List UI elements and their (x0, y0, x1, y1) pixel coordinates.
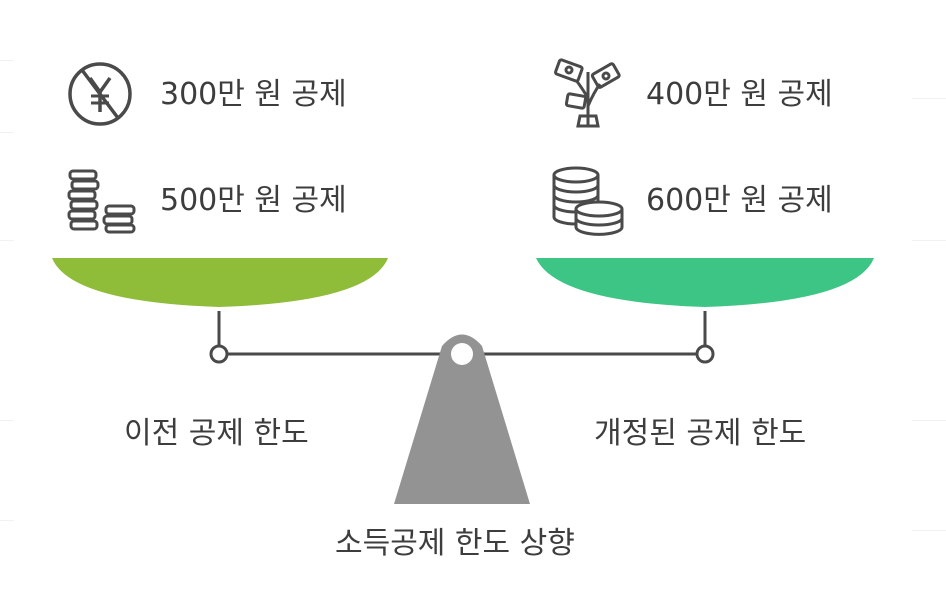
left-item-2-label: 500만 원 공제 (160, 183, 347, 218)
yen-coin-icon (68, 62, 132, 126)
right-pan (536, 258, 874, 307)
right-item-1-label: 400만 원 공제 (646, 77, 833, 112)
left-joint (209, 344, 229, 364)
right-pan-label: 개정된 공제 한도 (594, 416, 807, 451)
decorative-line (912, 420, 946, 421)
fulcrum (394, 334, 530, 504)
decorative-line (912, 530, 946, 531)
coin-pile-icon (552, 166, 624, 236)
left-item-1-label: 300만 원 공제 (160, 77, 347, 112)
fulcrum-pivot (451, 343, 473, 365)
right-joint (695, 344, 715, 364)
decorative-line (0, 420, 14, 421)
right-item-2-label: 600만 원 공제 (646, 183, 833, 218)
decorative-line (912, 240, 946, 241)
left-pan-label: 이전 공제 한도 (124, 416, 309, 451)
money-plant-icon (554, 58, 621, 128)
fulcrum-label: 소득공제 한도 상향 (335, 526, 575, 561)
left-pan (52, 258, 388, 307)
decorative-line (0, 60, 14, 61)
coin-stacks-icon (67, 169, 136, 234)
decorative-line (0, 520, 14, 521)
decorative-line (0, 132, 14, 133)
decorative-line (0, 240, 14, 241)
decorative-line (912, 98, 946, 99)
